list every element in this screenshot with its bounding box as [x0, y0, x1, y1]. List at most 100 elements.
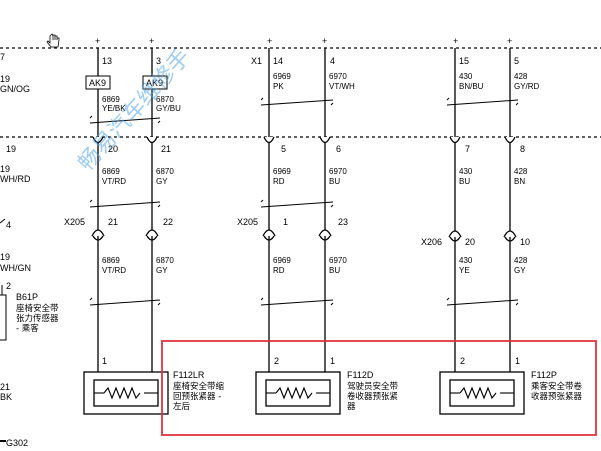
left-slash [0, 218, 6, 224]
pretensioner-left-rear [83, 371, 169, 415]
s2w5-color: BU [459, 177, 470, 186]
b61p-code: B61P [16, 292, 38, 302]
top-pin-1: 13 [102, 56, 112, 66]
s3w1-color: VT/RD [102, 266, 126, 275]
w6-color: GY/RD [514, 82, 540, 91]
twist-markers-3 [89, 297, 519, 306]
w6-circuit: 428 [514, 72, 528, 81]
left-pin-e: 19 [0, 252, 10, 262]
cups-seg3-lower [92, 235, 516, 242]
comp2-line2: 卷收器预张紧 [347, 391, 398, 402]
s3w6-color: GY [514, 266, 526, 275]
s2w3-color: RD [273, 177, 285, 186]
comp2-line1: 驾驶员安全带 [347, 381, 399, 392]
w2-color: GY/BU [156, 104, 181, 113]
comp1-line2: 回预张紧器 - [173, 391, 221, 402]
comp1-line3: 左后 [173, 401, 191, 412]
b61p-line1: 座椅安全带 [16, 303, 59, 314]
ak9-label-1: AK9 [89, 78, 106, 88]
resistor-icon [103, 386, 141, 400]
w1-color: YE/BK [102, 104, 126, 113]
seg3-pin-2: 22 [163, 217, 173, 227]
resistor-icon [275, 386, 313, 400]
top-pin-5: 15 [459, 56, 469, 66]
x206-label: X206 [421, 237, 442, 247]
left-pin-a: 19 [0, 74, 10, 84]
seg2-pin-6: 8 [520, 144, 525, 154]
cups-seg3 [91, 229, 517, 238]
w5-color: BN/BU [459, 82, 484, 91]
comp2-pin-a: 2 [274, 356, 279, 366]
top-pin-3: 14 [273, 56, 283, 66]
s3w3-color: RD [273, 266, 285, 275]
w1-circuit: 6869 [102, 95, 120, 104]
left-pin-b: 19 [6, 144, 16, 154]
plus-1: + [95, 36, 100, 46]
plus-5: + [453, 36, 458, 46]
comp3-pin-a: 2 [460, 356, 465, 366]
left-color-c: WH/RD [0, 174, 31, 184]
ak9-label-2: AK9 [146, 78, 163, 88]
plus-2: + [149, 36, 154, 46]
s3w4-color: BU [329, 266, 340, 275]
comp3-line2: 收器预张紧器 [531, 391, 583, 402]
s2w4-color: BU [329, 177, 340, 186]
comp1-code: F112LR [173, 370, 205, 380]
s3w1-circuit: 6869 [102, 256, 120, 265]
plus-3: + [267, 36, 272, 46]
plus-6: + [507, 36, 512, 46]
twist-markers-2 [89, 199, 334, 208]
x1-label: X1 [251, 56, 262, 66]
s3w4-circuit: 6970 [329, 256, 347, 265]
pretensioner-passenger [439, 371, 525, 415]
comp1-line1: 座椅安全带缩 [173, 381, 225, 392]
seg2-pin-4: 6 [336, 144, 341, 154]
comp1-pin: 1 [102, 356, 107, 366]
highlight-box [161, 340, 597, 436]
s2w5-circuit: 430 [459, 167, 473, 176]
top-pin-left: 7 [0, 52, 5, 62]
s3w2-circuit: 6870 [156, 256, 174, 265]
comp2-line3: 器 [347, 402, 356, 412]
left-color-e: WH/GN [0, 263, 31, 273]
s3w5-color: YE [459, 266, 470, 275]
s2w2-color: GY [156, 177, 168, 186]
s2w1-color: VT/RD [102, 177, 126, 186]
x205-label-1: X205 [64, 217, 85, 227]
s2w6-circuit: 428 [514, 167, 528, 176]
plus-4: + [322, 36, 327, 46]
left-pin-d: 4 [6, 220, 11, 230]
left-pin-c: 19 [0, 164, 10, 174]
s2w4-circuit: 6970 [329, 167, 347, 176]
comp3-line1: 乘客安全带卷 [531, 381, 583, 392]
s3w3-circuit: 6969 [273, 256, 291, 265]
b61p-line3: - 乘客 [16, 323, 39, 334]
seg2-pin-5: 7 [465, 144, 470, 154]
b61p-box [0, 294, 7, 341]
left-pin-f: 2 [6, 281, 11, 291]
comp2-pin-b: 1 [330, 356, 335, 366]
seg2-pin-1: 20 [108, 144, 118, 154]
w3-color: PK [273, 82, 284, 91]
comp2-code: F112D [347, 370, 374, 380]
hand-cursor-icon [46, 33, 60, 48]
w4-color: VT/WH [329, 82, 355, 91]
s2w2-circuit: 6870 [156, 167, 174, 176]
s3w6-circuit: 428 [514, 256, 528, 265]
b61p-line2: 张力传感器 [16, 313, 59, 324]
pretensioner-driver [255, 371, 341, 415]
seg3-pin-4: 23 [338, 217, 348, 227]
ak9-box-1 [85, 75, 111, 90]
top-pin-6: 5 [514, 56, 519, 66]
seg2-pin-2: 21 [161, 144, 171, 154]
twist-markers-1 [89, 97, 519, 124]
g302-label: G302 [6, 438, 28, 448]
s2w1-circuit: 6869 [102, 167, 120, 176]
resistor-icon [459, 386, 497, 400]
seg3-pin-1: 21 [108, 217, 118, 227]
w4-circuit: 6970 [329, 72, 347, 81]
s3w5-circuit: 430 [459, 256, 473, 265]
w5-circuit: 430 [459, 72, 473, 81]
top-pin-4: 4 [330, 56, 335, 66]
